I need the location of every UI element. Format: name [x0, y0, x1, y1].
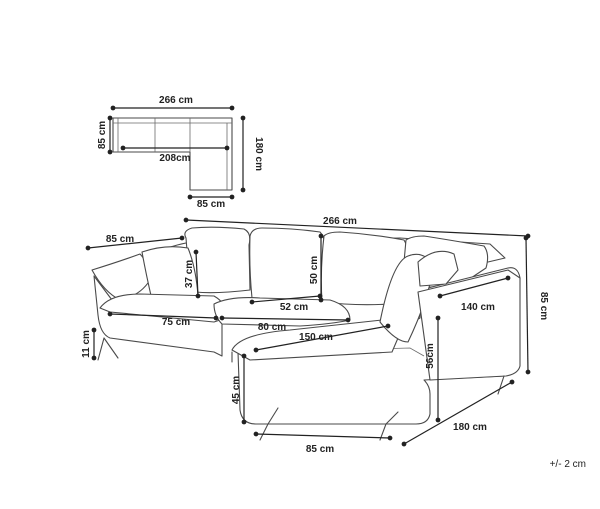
total-width-label: 266 cm — [323, 216, 357, 227]
seat-depth-label: 52 cm — [280, 302, 308, 313]
top-chaise-width-label: 85 cm — [197, 199, 225, 210]
chaise-seat-label: 150 cm — [299, 332, 333, 343]
chaise-front-label: 85 cm — [306, 444, 334, 455]
arm-depth-label: 85 cm — [106, 234, 134, 245]
chaise-height-label: 56cm — [425, 343, 436, 369]
leg-height-label: 11 cm — [81, 330, 92, 358]
seat-cushion-mid-label: 80 cm — [258, 322, 286, 333]
top-chaise-length-label: 180 cm — [253, 137, 264, 171]
tolerance-note: +/- 2 cm — [550, 459, 586, 470]
back-cushion-height-label: 50 cm — [309, 256, 320, 284]
main-dimension-lines — [85, 217, 531, 447]
seat-height-label: 45 cm — [231, 376, 242, 404]
top-width-label: 266 cm — [159, 95, 193, 106]
top-depth-label: 85 cm — [97, 121, 108, 149]
top-view-dimension-lines — [107, 105, 246, 200]
total-height-label: 85 cm — [538, 292, 549, 320]
seat-cushion-left-label: 75 cm — [162, 317, 190, 328]
top-seat-width-label: 208cm — [159, 153, 190, 164]
chaise-side-label: 180 cm — [453, 422, 487, 433]
chaise-cushion-label: 140 cm — [461, 302, 495, 313]
backrest-height-label: 37 cm — [184, 260, 195, 288]
top-view-outline — [112, 117, 233, 191]
